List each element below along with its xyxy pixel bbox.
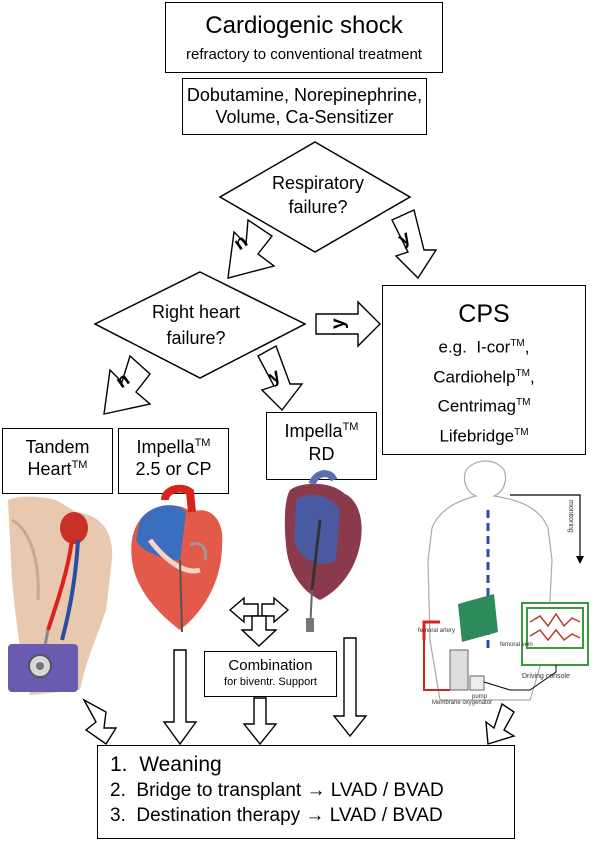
drugs-box: Dobutamine, Norepinephrine, Volume, Ca-S… xyxy=(182,78,427,135)
tm-mark: TM xyxy=(342,421,359,433)
drugs-line-1: Dobutamine, Norepinephrine, xyxy=(186,85,423,105)
cps-item-name: Cardiohelp xyxy=(433,367,516,387)
impella-rd-heart-illustration xyxy=(284,470,362,633)
tm-mark: TM xyxy=(515,397,531,409)
outcome-target: LVAD / BVAD xyxy=(330,780,444,801)
arrow-down-combination xyxy=(242,697,278,746)
decision1-line2: failure? xyxy=(288,197,347,217)
title-text: Cardiogenic shock xyxy=(205,12,403,39)
impella-box: ImpellaTM 2.5 or CP xyxy=(118,428,229,494)
tm-mark: TM xyxy=(514,426,529,438)
decision1-line1: Respiratory xyxy=(272,173,364,193)
cps-label-femoral-artery: femoral artery xyxy=(418,628,455,634)
cps-item-suffix: , xyxy=(524,337,530,357)
decision-diamond-right-heart xyxy=(93,271,307,379)
outcome-1: 1. Weaning xyxy=(110,753,514,777)
impella-label: Impella xyxy=(136,437,195,457)
tm-mark: TM xyxy=(515,367,530,379)
cps-label-monitoring: monitoring xyxy=(567,500,574,533)
cps-item-icor: e.g. I-corTM, xyxy=(383,331,585,361)
outcome-3: 3. Destination therapy → LVAD / BVAD xyxy=(110,805,514,827)
outcome-number: 2. xyxy=(110,780,126,801)
cps-item-suffix: , xyxy=(529,367,535,387)
cps-item-name: I-cor xyxy=(476,337,511,357)
arrow-right-icon: → xyxy=(306,780,326,801)
tm-mark: TM xyxy=(510,338,525,349)
combination-subtitle: for biventr. Support xyxy=(224,676,317,688)
cps-item-name: Centrimag xyxy=(437,396,516,416)
title-box: Cardiogenic shock refractory to conventi… xyxy=(165,2,443,73)
outcome-number: 1. xyxy=(110,753,128,776)
arrow-yes-2 xyxy=(315,300,381,348)
arrow-combination-down xyxy=(240,615,278,647)
cps-title: CPS xyxy=(458,300,510,328)
arrow-down-cps xyxy=(485,702,516,745)
impella-line-2: 2.5 or CP xyxy=(135,459,212,479)
cps-list: e.g. I-corTM, CardiohelpTM, CentrimagTM … xyxy=(383,331,585,450)
impella-rd-line-1: ImpellaTM xyxy=(267,421,376,442)
arrow-down-tandem xyxy=(82,698,118,745)
subtitle-text: refractory to conventional treatment xyxy=(186,46,422,63)
cps-label-pump: pump xyxy=(472,694,488,700)
impella-line-1: ImpellaTM xyxy=(119,437,228,458)
tm-mark: TM xyxy=(194,437,211,449)
cps-item-centrimag: CentrimagTM xyxy=(383,390,585,420)
impella-rd-label: Impella xyxy=(284,421,343,441)
cps-patient-illustration: monitoring Driving console femoral arter… xyxy=(418,460,589,706)
arrow-combination-left xyxy=(228,596,259,624)
cps-label-driving-console: Driving console xyxy=(522,673,570,680)
impella-rd-box: ImpellaTM RD xyxy=(266,412,377,480)
decision2-line2: failure? xyxy=(166,328,225,348)
outcome-text: Weaning xyxy=(139,753,222,776)
tandem-heart-box: Tandem HeartTM xyxy=(2,428,113,494)
drugs-line-2: Volume, Ca-Sensitizer xyxy=(215,107,394,127)
cps-item-cardiohelp: CardiohelpTM, xyxy=(383,361,585,391)
tandem-line-2: HeartTM xyxy=(3,459,112,480)
decision-diamond-respiratory xyxy=(218,141,412,253)
cps-item-lifebridge: LifebridgeTM xyxy=(383,420,585,450)
arrow-down-impella-rd xyxy=(332,637,368,738)
combination-title: Combination xyxy=(228,657,313,674)
arrow-down-impella xyxy=(162,649,198,746)
cps-label-femoral-vein: femoral vein xyxy=(500,642,533,648)
cps-box: CPS e.g. I-corTM, CardiohelpTM, Centrima… xyxy=(382,285,586,455)
tandem-line-1: Tandem xyxy=(25,437,90,457)
impella-heart-illustration xyxy=(131,484,223,633)
combination-box: Combination for biventr. Support xyxy=(204,651,337,697)
arrow-yes-3 xyxy=(257,344,304,412)
outcome-text: Bridge to transplant xyxy=(136,780,302,801)
tandem-heart-label: Heart xyxy=(27,459,72,479)
arrow-yes-1 xyxy=(391,209,438,280)
outcome-number: 3. xyxy=(110,805,126,826)
arrow-no-2 xyxy=(103,354,152,415)
outcomes-box: 1. Weaning 2. Bridge to transplant → LVA… xyxy=(97,745,515,839)
impella-rd-line-2: RD xyxy=(308,444,335,464)
outcome-target: LVAD / BVAD xyxy=(329,805,443,826)
decision2-line1: Right heart xyxy=(152,302,240,322)
arrow-right-icon: → xyxy=(305,805,325,826)
arrow-no-1 xyxy=(227,218,276,279)
cps-item-name: Lifebridge xyxy=(439,426,515,446)
arrow-combination-right xyxy=(261,596,290,624)
cps-label-membrane-oxygenator: Membrane oxygenator xyxy=(432,700,492,706)
outcome-text: Destination therapy xyxy=(136,805,301,826)
cps-eg-label: e.g. xyxy=(438,337,467,357)
tm-mark: TM xyxy=(71,459,88,471)
tandem-heart-illustration xyxy=(8,496,113,695)
label-yes-2: y xyxy=(328,318,349,329)
outcome-2: 2. Bridge to transplant → LVAD / BVAD xyxy=(110,780,514,802)
